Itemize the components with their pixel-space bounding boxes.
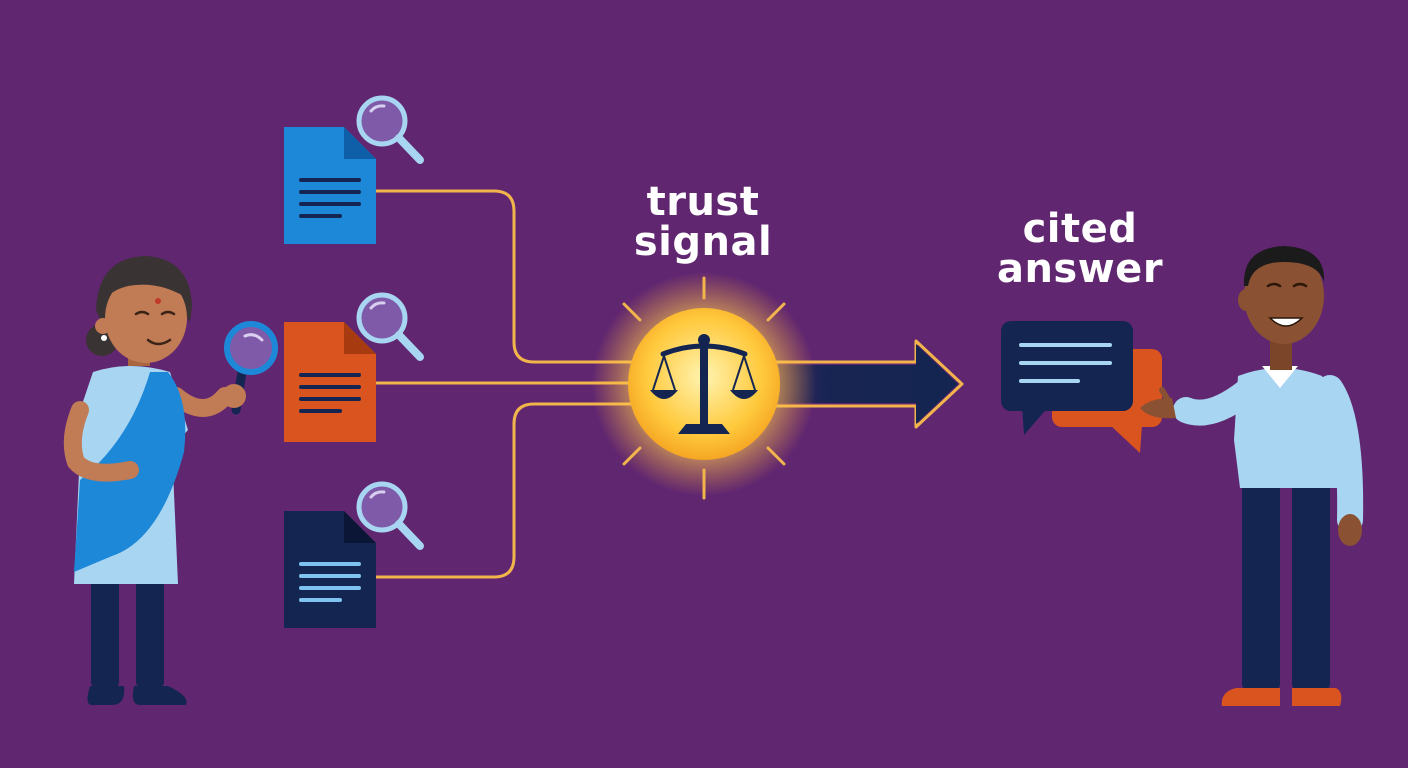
magnifier-icon bbox=[356, 481, 424, 550]
speech-bubble-front bbox=[1001, 321, 1133, 435]
cited-answer-label-line2: answer bbox=[996, 246, 1164, 292]
magnifier-icon bbox=[356, 95, 424, 164]
document-icon bbox=[284, 127, 376, 244]
magnifier-icon bbox=[356, 292, 424, 361]
magnifier-icon bbox=[222, 321, 278, 415]
speech-bubbles-icon bbox=[1001, 321, 1162, 453]
trust-signal-label: trust signal bbox=[603, 182, 803, 262]
connector-bottom bbox=[376, 402, 636, 579]
connector-top bbox=[376, 189, 636, 364]
document-icon bbox=[284, 511, 376, 628]
trust-signal-label-line1: trust bbox=[646, 179, 760, 225]
document-blue bbox=[284, 95, 424, 244]
cited-answer-label: cited answer bbox=[975, 209, 1185, 289]
document-icon bbox=[284, 322, 376, 442]
trust-signal-label-line2: signal bbox=[633, 219, 773, 265]
trust-signal-node bbox=[592, 272, 816, 500]
balance-scale-icon bbox=[650, 334, 758, 434]
glow-rays bbox=[622, 276, 786, 500]
document-orange bbox=[284, 292, 424, 442]
document-navy bbox=[284, 481, 424, 628]
woman-researcher-figure bbox=[63, 256, 278, 705]
cited-answer-label-line1: cited bbox=[1022, 206, 1138, 252]
connector-lines bbox=[376, 189, 636, 579]
man-presenter-figure bbox=[1140, 246, 1364, 706]
